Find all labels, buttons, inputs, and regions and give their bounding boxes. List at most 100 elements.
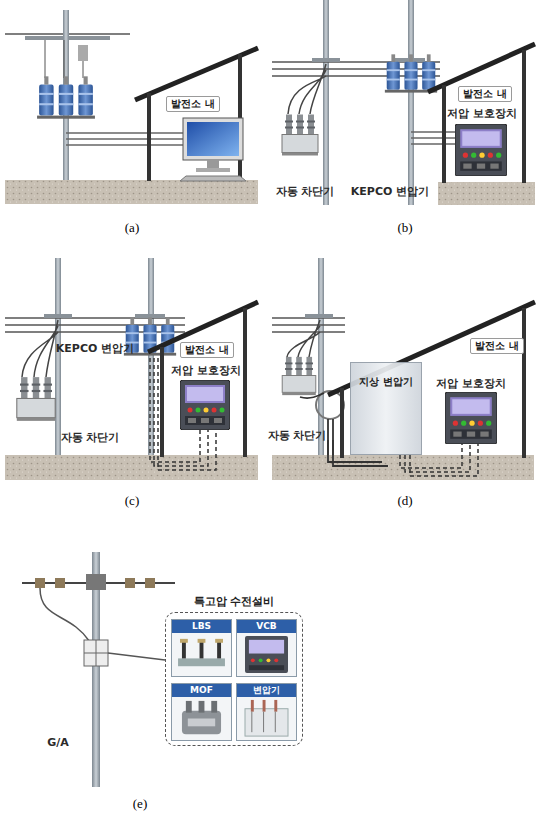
illustration-part (84, 640, 108, 666)
illustration-part (263, 712, 264, 733)
illustration-part (5, 324, 185, 326)
illustration-part (145, 578, 155, 588)
illustration-part (108, 653, 165, 660)
illustration-part (272, 324, 345, 326)
illustration-part (385, 54, 437, 92)
figure-caption: (b) (397, 220, 412, 236)
figure-caption: (e) (133, 796, 147, 812)
illustration-part (147, 93, 151, 181)
card-title: LBS (172, 620, 231, 633)
equipment-icon (172, 697, 231, 741)
illustration-part (251, 658, 255, 662)
illustration-part (78, 45, 88, 61)
illustration-part (180, 639, 188, 643)
illustration-part (251, 712, 252, 733)
illustration-part (186, 701, 192, 713)
illustration-part (187, 122, 239, 156)
illustration-part (272, 331, 345, 333)
illustration-part (183, 118, 243, 160)
illustration-part (245, 636, 288, 673)
illustration-part (188, 719, 215, 727)
part-label: KEPCO 변압기 (351, 184, 429, 199)
illustration-part (172, 633, 231, 676)
illustration-part (237, 633, 296, 676)
illustration-part (305, 314, 333, 318)
illustration-part (522, 50, 526, 183)
illustration-part (40, 588, 90, 642)
part-label: KEPCO 변압기 (56, 341, 134, 356)
part-label: 저압 보호장치 (447, 106, 517, 121)
illustration-part (455, 124, 507, 176)
illustration-part (288, 64, 326, 114)
part-label: 자동 차단기 (276, 184, 335, 199)
illustration-part (263, 700, 266, 712)
equipment-card: 변압기 (236, 683, 297, 741)
illustration-part (5, 455, 258, 480)
panel-e-scene (22, 552, 175, 787)
card-title: 변압기 (237, 684, 296, 697)
pad-transformer-box: 지상 변압기 (350, 362, 422, 455)
illustration-part (199, 701, 205, 713)
node-text: 지상 변압기 (351, 375, 421, 389)
part-label: 저압 보호장치 (171, 363, 241, 378)
illustration-part (249, 665, 284, 670)
illustration-part (44, 314, 72, 318)
equipment-icon (237, 697, 296, 741)
illustration-part (55, 258, 61, 458)
illustration-part (5, 180, 258, 204)
group-heading: 특고압 수전설비 (156, 594, 312, 609)
illustration-part (411, 137, 455, 139)
node-text: 발전소 내 (181, 343, 233, 357)
part-label: 자동 차단기 (61, 430, 120, 445)
illustration-part (160, 347, 164, 457)
illustration-part (282, 115, 318, 156)
card-title: MOF (172, 684, 231, 697)
illustration-part (180, 380, 230, 430)
illustration-part (275, 712, 276, 733)
illustration-part (207, 160, 219, 168)
card-title: VCB (237, 620, 296, 633)
equipment-card: MOF (171, 683, 232, 741)
illustration-part (66, 144, 185, 146)
figure-caption: (d) (397, 493, 412, 509)
illustration-part (182, 641, 186, 659)
illustration-part (148, 258, 154, 458)
illustration-part (200, 641, 204, 659)
figure-caption: (c) (125, 493, 139, 509)
illustration-part (182, 711, 221, 734)
illustration-part (35, 578, 45, 588)
illustration-part (243, 308, 247, 457)
illustration-part (178, 658, 225, 666)
illustration-part (215, 639, 223, 643)
illustration-part (274, 700, 277, 712)
panel-a-scene (5, 10, 258, 204)
illustration-part (411, 131, 455, 133)
node-text: 발전소 내 (471, 339, 523, 353)
illustration-part (17, 377, 55, 421)
location-tag: 발전소 내 (470, 338, 524, 354)
equipment-group: 특고압 수전설비LBSVCBMOF변압기 (165, 612, 303, 746)
illustration-part (259, 658, 263, 662)
equipment-icon (172, 633, 231, 677)
illustration-part (66, 132, 185, 134)
part-label: 저압 보호장치 (436, 376, 506, 391)
illustration-part (45, 40, 46, 78)
illustration-part (237, 697, 296, 740)
panel-b-scene (272, 0, 535, 205)
illustration-part (83, 61, 84, 78)
illustration-part (442, 85, 446, 183)
illustration-part (251, 700, 254, 712)
panel-d-scene (272, 258, 535, 480)
illustration-part (64, 40, 65, 78)
illustration-part (282, 357, 316, 395)
illustration-part (55, 578, 65, 588)
illustration-part (86, 574, 106, 590)
illustration-part (66, 138, 185, 140)
illustration-part (340, 388, 344, 458)
location-tag: 발전소 내 (166, 96, 220, 112)
illustration-part (217, 641, 221, 659)
node-text: 발전소 내 (167, 97, 219, 111)
illustration-part (172, 697, 231, 740)
illustration-part (249, 640, 284, 654)
